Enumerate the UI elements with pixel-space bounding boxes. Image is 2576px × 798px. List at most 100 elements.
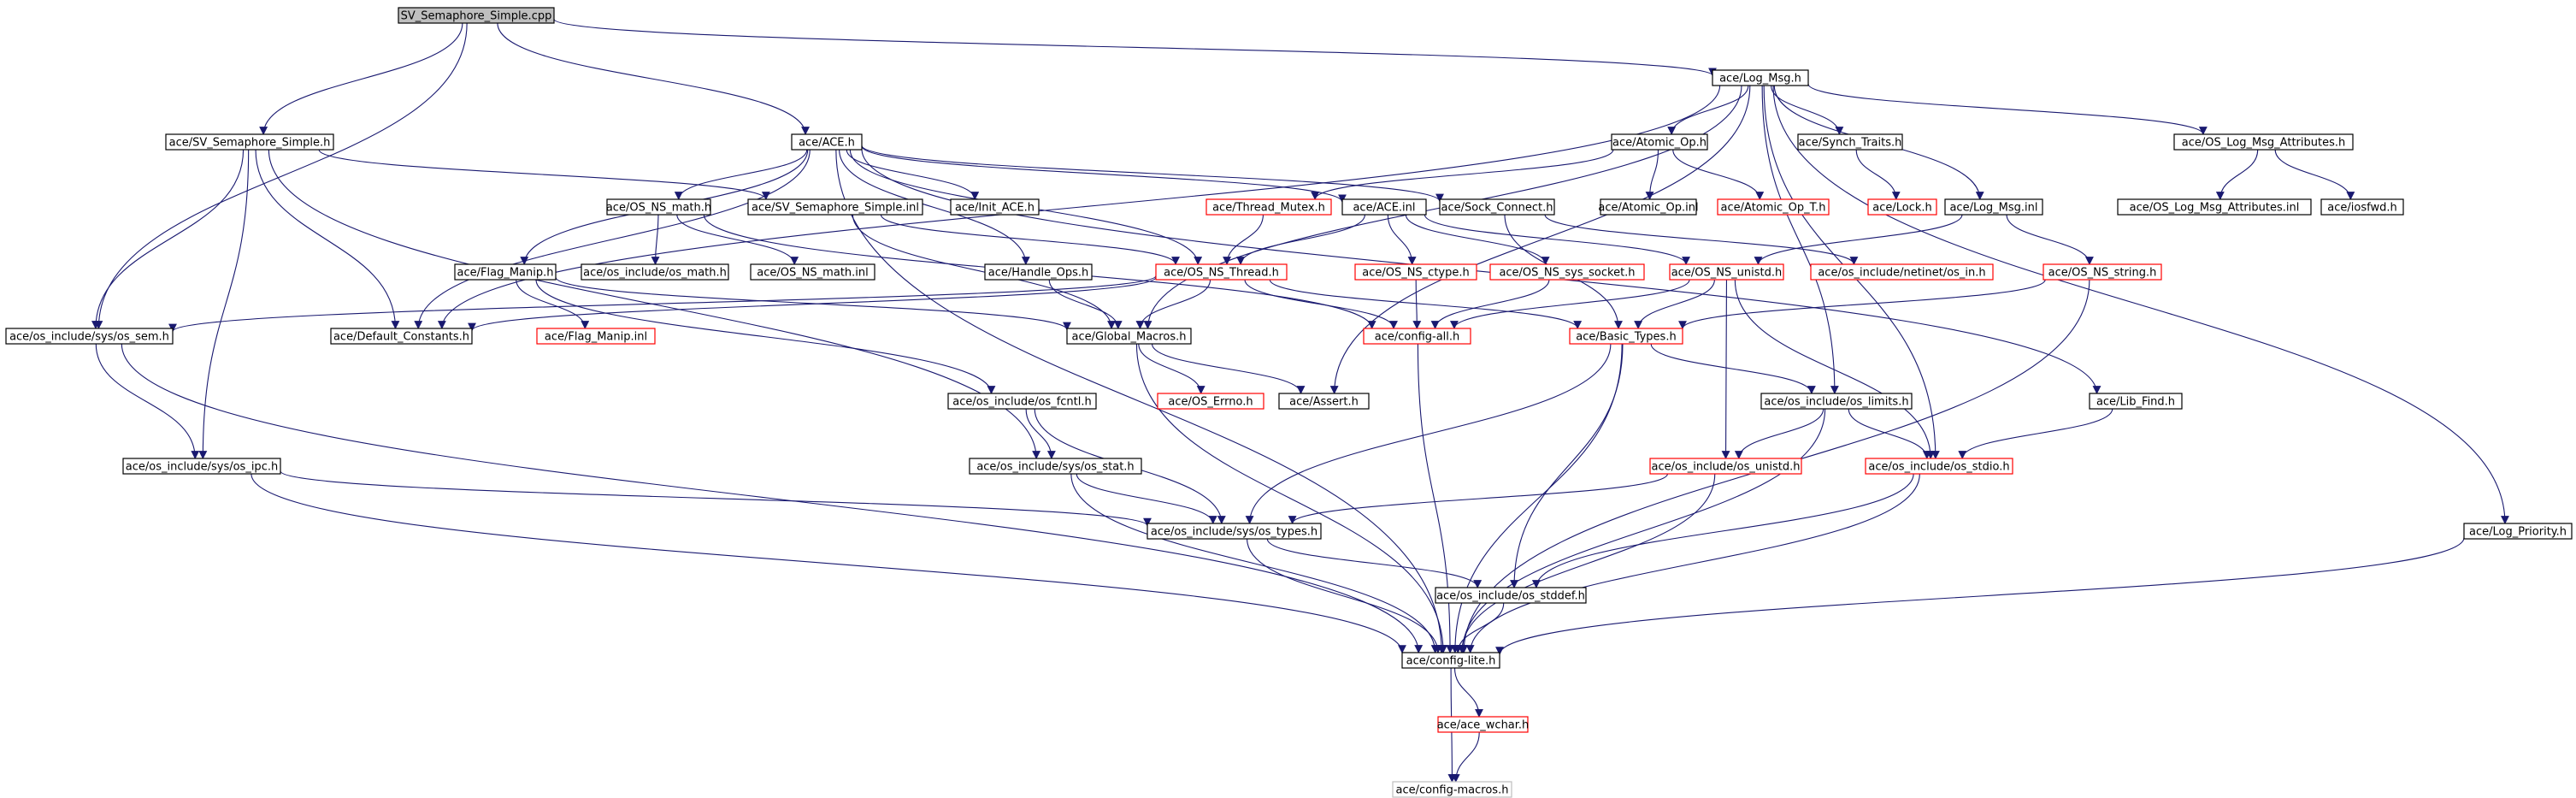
node-box bbox=[1600, 198, 1697, 216]
edge-global_macros_h-to-os_errno_h bbox=[1138, 343, 1205, 394]
node-label: ace/os_include/os_fcntl.h bbox=[952, 396, 1091, 409]
node-root[interactable]: SV_Semaphore_Simple.cpp bbox=[398, 7, 555, 24]
node-lock-h[interactable]: ace/Lock.h bbox=[1867, 198, 1937, 216]
edge-lib_find_h-to-os_stdio_h bbox=[1958, 408, 2113, 459]
node-netinet-in-h[interactable]: ace/os_include/netinet/os_in.h bbox=[1810, 263, 1994, 281]
edge-log_msg_inl-to-os_ns_unistd_h bbox=[1754, 214, 1963, 265]
edge-ace_inl-to-os_ns_unistd_h bbox=[1424, 214, 1690, 265]
node-os-log-attr-inl[interactable]: ace/OS_Log_Msg_Attributes.inl bbox=[2117, 198, 2312, 216]
node-box bbox=[1569, 328, 1683, 345]
node-label: ace/Lib_Find.h bbox=[2096, 396, 2175, 409]
node-handle-ops-h[interactable]: ace/Handle_Ops.h bbox=[984, 263, 1093, 281]
node-ace-inl[interactable]: ace/ACE.inl bbox=[1341, 198, 1427, 216]
edge-os_limits_h-to-config_lite_h bbox=[1458, 408, 1826, 653]
node-box bbox=[1205, 198, 1332, 216]
edge-basic_types_h-to-os_types_h bbox=[1245, 343, 1612, 524]
node-config-macros-h[interactable]: ace/config-macros.h bbox=[1392, 781, 1512, 798]
node-lib-find-h[interactable]: ace/Lib_Find.h bbox=[2089, 393, 2183, 410]
edge-os_ns_unistd_h-to-os_stdio_h bbox=[1734, 279, 1936, 459]
node-box bbox=[1865, 458, 2013, 475]
edge-thread_mutex_h-to-os_ns_thread_h bbox=[1223, 214, 1264, 265]
node-default-constants-h[interactable]: ace/Default_Constants.h bbox=[330, 328, 473, 345]
node-flag-manip-inl[interactable]: ace/Flag_Manip.inl bbox=[536, 328, 656, 345]
node-label: ace/os_include/os_stdio.h bbox=[1868, 461, 2009, 474]
node-log-priority-h[interactable]: ace/Log_Priority.h bbox=[2463, 523, 2573, 540]
node-box bbox=[1810, 263, 1994, 281]
node-label: ace/os_include/sys/os_stat.h bbox=[976, 461, 1134, 474]
node-os-stdio-h[interactable]: ace/os_include/os_stdio.h bbox=[1865, 458, 2013, 475]
node-os-stat-h[interactable]: ace/os_include/sys/os_stat.h bbox=[969, 458, 1142, 475]
node-os-ns-unistd-h[interactable]: ace/OS_NS_unistd.h bbox=[1669, 263, 1784, 281]
node-iosfwd-h[interactable]: ace/iosfwd.h bbox=[2320, 198, 2404, 216]
node-sv-sem-h[interactable]: ace/SV_Semaphore_Simple.h bbox=[165, 133, 334, 151]
node-os-ns-math-h[interactable]: ace/OS_NS_math.h bbox=[606, 198, 711, 216]
edge-ace_inl-to-os_ns_ctype_h bbox=[1387, 214, 1417, 265]
node-os-ipc-h[interactable]: ace/os_include/sys/os_ipc.h bbox=[122, 458, 281, 475]
node-os-ns-thread-h[interactable]: ace/OS_NS_Thread.h bbox=[1155, 263, 1288, 281]
node-os-ns-string-h[interactable]: ace/OS_NS_string.h bbox=[2043, 263, 2162, 281]
node-os-sem-h[interactable]: ace/os_include/sys/os_sem.h bbox=[5, 328, 174, 345]
edge-os_stdio_h-to-config_lite_h bbox=[1465, 473, 1920, 653]
node-box bbox=[581, 263, 729, 281]
node-label: ace/OS_NS_math.inl bbox=[757, 267, 869, 280]
node-box bbox=[330, 328, 473, 345]
edge-os_ipc_h-to-config_lite_h bbox=[251, 473, 1406, 654]
node-sock-connect-h[interactable]: ace/Sock_Connect.h bbox=[1439, 198, 1555, 216]
edge-os_ns_thread_h-to-basic_types_h bbox=[1269, 279, 1583, 329]
node-log-msg-h[interactable]: ace/Log_Msg.h bbox=[1712, 69, 1809, 86]
node-config-all-h[interactable]: ace/config-all.h bbox=[1363, 328, 1471, 345]
node-label: ace/OS_NS_math.h bbox=[606, 202, 711, 215]
edge-sv_sem_h-to-sv_sem_inl bbox=[318, 149, 770, 200]
node-os-ns-sys-socket-h[interactable]: ace/OS_NS_sys_socket.h bbox=[1489, 263, 1645, 281]
node-box bbox=[1717, 198, 1830, 216]
node-config-lite-h[interactable]: ace/config-lite.h bbox=[1401, 652, 1500, 669]
node-os-errno-h[interactable]: ace/OS_Errno.h bbox=[1157, 393, 1264, 410]
node-label: ace/Basic_Types.h bbox=[1576, 331, 1676, 344]
node-box bbox=[791, 133, 863, 151]
node-ace-wchar-h[interactable]: ace/ace_wchar.h bbox=[1437, 716, 1530, 733]
node-global-macros-h[interactable]: ace/Global_Macros.h bbox=[1066, 328, 1192, 345]
node-box bbox=[122, 458, 281, 475]
edge-config_lite_h-to-ace_wchar_h bbox=[1453, 667, 1483, 718]
node-atomic-op-inl[interactable]: ace/Atomic_Op.inl bbox=[1598, 198, 1699, 216]
node-os-unistd-h[interactable]: ace/os_include/os_unistd.h bbox=[1649, 458, 1802, 475]
edge-os_unistd_h-to-os_types_h bbox=[1288, 473, 1668, 524]
edge-os_fcntl_h-to-os_stat_h bbox=[1025, 408, 1056, 459]
node-ace-h[interactable]: ace/ACE.h bbox=[791, 133, 863, 151]
node-label: ace/ace_wchar.h bbox=[1437, 719, 1530, 732]
node-atomic-op-t-h[interactable]: ace/Atomic_Op_T.h bbox=[1717, 198, 1830, 216]
edge-layer bbox=[91, 18, 2509, 783]
node-synch-traits-h[interactable]: ace/Synch_Traits.h bbox=[1797, 133, 1903, 151]
edge-ace_h-to-lib_find_h bbox=[861, 149, 2101, 394]
node-label: ace/os_include/sys/os_ipc.h bbox=[126, 461, 278, 474]
node-box bbox=[2043, 263, 2162, 281]
node-os-ns-math-inl[interactable]: ace/OS_NS_math.inl bbox=[750, 263, 875, 281]
edge-ace_h-to-os_ns_math_h bbox=[674, 149, 808, 200]
node-os-limits-h[interactable]: ace/os_include/os_limits.h bbox=[1760, 393, 1913, 410]
node-box bbox=[1669, 263, 1784, 281]
node-init-ace-h[interactable]: ace/Init_ACE.h bbox=[950, 198, 1040, 216]
edge-os_ns_unistd_h-to-basic_types_h bbox=[1634, 279, 1715, 329]
node-box bbox=[1611, 133, 1708, 151]
node-os-fcntl-h[interactable]: ace/os_include/os_fcntl.h bbox=[947, 393, 1097, 410]
node-log-msg-inl[interactable]: ace/Log_Msg.inl bbox=[1944, 198, 2043, 216]
node-os-log-attr-h[interactable]: ace/OS_Log_Msg_Attributes.h bbox=[2173, 133, 2354, 151]
node-thread-mutex-h[interactable]: ace/Thread_Mutex.h bbox=[1205, 198, 1332, 216]
node-assert-h[interactable]: ace/Assert.h bbox=[1278, 393, 1370, 410]
node-os-types-h[interactable]: ace/os_include/sys/os_types.h bbox=[1147, 523, 1322, 540]
node-flag-manip-h[interactable]: ace/Flag_Manip.h bbox=[454, 263, 557, 281]
edge-atomic_op_h-to-thread_mutex_h bbox=[1311, 149, 1614, 200]
edge-os_stdio_h-to-os_stddef_h bbox=[1531, 473, 1914, 588]
node-os-ns-ctype-h[interactable]: ace/OS_NS_ctype.h bbox=[1354, 263, 1477, 281]
node-basic-types-h[interactable]: ace/Basic_Types.h bbox=[1569, 328, 1683, 345]
node-box bbox=[1066, 328, 1192, 345]
edge-log_priority_h-to-config_lite_h bbox=[1495, 537, 2465, 656]
node-sv-sem-inl[interactable]: ace/SV_Semaphore_Simple.inl bbox=[747, 198, 923, 216]
edge-sv_sem_h-to-default_constants_h bbox=[255, 149, 400, 329]
node-label: ace/Handle_Ops.h bbox=[988, 267, 1088, 280]
node-label: ace/Flag_Manip.inl bbox=[545, 331, 647, 344]
node-atomic-op-h[interactable]: ace/Atomic_Op.h bbox=[1611, 133, 1708, 151]
node-os-stddef-h[interactable]: ace/os_include/os_stddef.h bbox=[1435, 587, 1587, 604]
node-os-math-h[interactable]: ace/os_include/os_math.h bbox=[581, 263, 729, 281]
